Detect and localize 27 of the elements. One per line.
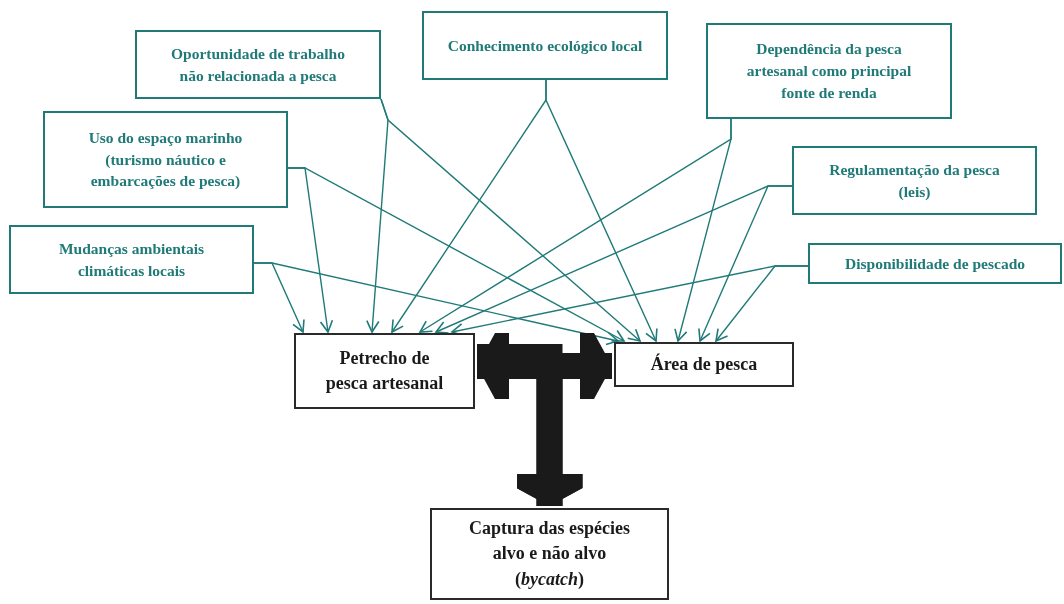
factor-box [43, 111, 288, 208]
arrow [287, 167, 625, 342]
box-label: Oportunidade de trabalho não relacionada a pesca [170, 43, 346, 86]
box-label: Disponibilidade de pescado [845, 253, 1025, 274]
factor-box [135, 30, 381, 99]
outcome-box [430, 508, 669, 600]
box-label: Captura das espécies alvo e não alvo (bycatch) [468, 517, 631, 591]
arrow [698, 185, 793, 342]
factor-box [706, 23, 952, 119]
box-label: Área de pesca [650, 352, 758, 376]
arrow [380, 98, 641, 342]
arrow [545, 79, 658, 342]
outcome-box [614, 342, 794, 387]
box-label: Petrecho de pesca artesanal [324, 346, 445, 395]
arrow [715, 265, 809, 342]
box-label: Dependência da pesca artesanal como principal fonte de renda [745, 39, 913, 103]
box-label: Uso do espaço marinho (turismo náutico e embarcações de pesca) [87, 127, 244, 192]
arrow [674, 118, 732, 342]
box-label: Conhecimento ecológico local [447, 35, 643, 56]
factor-box [422, 11, 668, 80]
factor-box [808, 243, 1062, 284]
box-label: Regulamentação da pesca (leis) [828, 159, 1001, 202]
factor-box [9, 225, 254, 294]
factor-box [792, 146, 1037, 215]
outcome-box [294, 333, 475, 409]
arrow [253, 262, 619, 346]
box-label: Mudanças ambientais climáticas locais [57, 238, 206, 281]
